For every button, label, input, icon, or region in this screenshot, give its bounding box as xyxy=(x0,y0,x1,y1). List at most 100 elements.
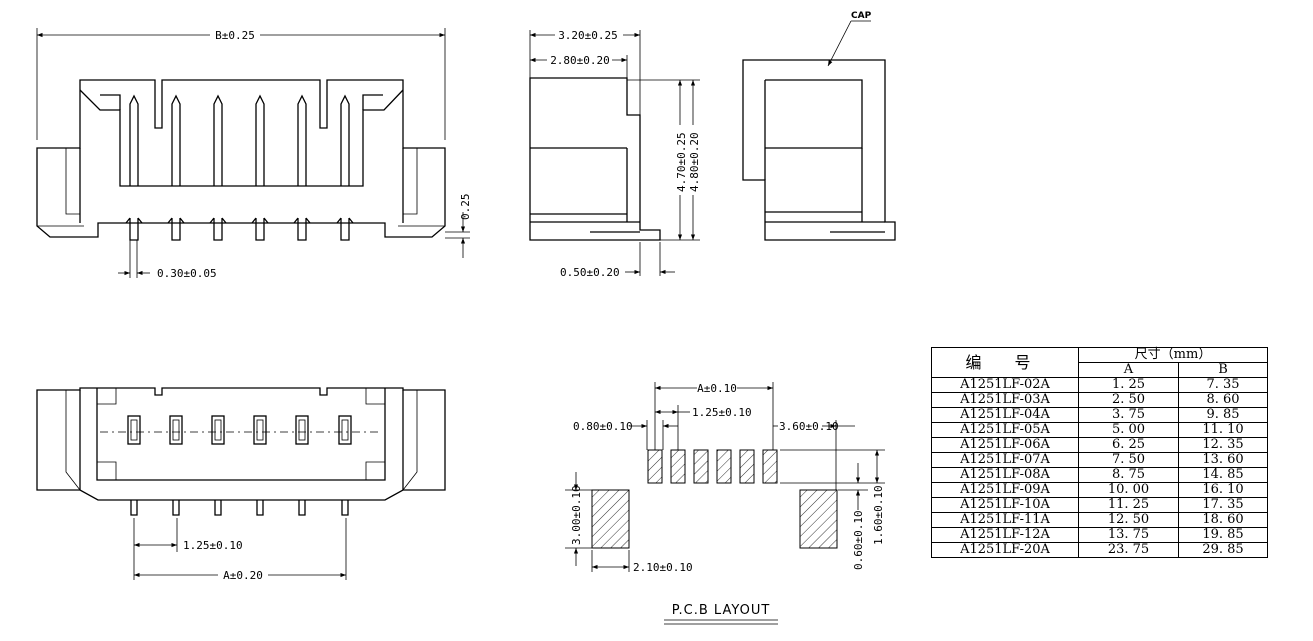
dim-pad-width-big: 2.10±0.10 xyxy=(633,561,693,574)
cell-b: 17. 35 xyxy=(1178,497,1268,513)
header-col-b: B xyxy=(1178,362,1268,378)
cell-a: 7. 50 xyxy=(1078,452,1179,468)
bottom-pin-slot xyxy=(253,415,267,445)
bottom-pin-slot xyxy=(338,415,352,445)
dim-bottom-pitch: 1.25±0.10 xyxy=(183,539,243,552)
cap-label: CAP xyxy=(851,11,872,21)
front-pin xyxy=(340,94,350,186)
bottom-pin xyxy=(341,419,349,441)
signal-pad xyxy=(762,449,778,484)
front-pin xyxy=(171,94,181,186)
cell-b: 29. 85 xyxy=(1178,542,1268,558)
cell-a: 1. 25 xyxy=(1078,377,1179,393)
cell-a: 6. 25 xyxy=(1078,437,1179,453)
cell-a: 2. 50 xyxy=(1078,392,1179,408)
bottom-pin-tail xyxy=(298,500,306,516)
dim-pad-width: 0.80±0.10 xyxy=(573,420,633,433)
cap-view: CAP xyxy=(742,11,896,241)
cell-a: 5. 00 xyxy=(1078,422,1179,438)
dim-front-width: B±0.25 xyxy=(215,29,255,42)
front-pin-tail xyxy=(251,217,269,241)
bottom-pin-slot xyxy=(211,415,225,445)
cell-part: A1251LF-06A xyxy=(931,437,1079,453)
bottom-pin xyxy=(214,419,222,441)
cell-part: A1251LF-08A xyxy=(931,467,1079,483)
bottom-pin-tail xyxy=(130,500,138,516)
bottom-pin-tail xyxy=(256,500,264,516)
mount-pad-right xyxy=(799,489,838,549)
bottom-pin-tail xyxy=(214,500,222,516)
dim-pad-gap: 0.60±0.10 xyxy=(852,510,865,570)
dim-pad-height-big: 3.00±0.10 xyxy=(570,485,583,545)
cell-part: A1251LF-20A xyxy=(931,542,1079,558)
front-view: B±0.25 0.30±0.05 0.25 xyxy=(36,28,472,280)
front-pin xyxy=(129,94,139,186)
dim-pcb-span: A±0.10 xyxy=(697,382,737,395)
cell-a: 13. 75 xyxy=(1078,527,1179,543)
signal-pad xyxy=(739,449,755,484)
cell-b: 7. 35 xyxy=(1178,377,1268,393)
cell-part: A1251LF-05A xyxy=(931,422,1079,438)
cell-a: 23. 75 xyxy=(1078,542,1179,558)
signal-pad xyxy=(693,449,709,484)
cell-a: 3. 75 xyxy=(1078,407,1179,423)
cell-b: 16. 10 xyxy=(1178,482,1268,498)
header-size: 尺寸（mm） xyxy=(1078,347,1268,363)
cell-a: 11. 25 xyxy=(1078,497,1179,513)
dim-height-2: 4.80±0.20 xyxy=(688,132,701,192)
header-col-a: A xyxy=(1078,362,1179,378)
cell-part: A1251LF-11A xyxy=(931,512,1079,528)
front-pin-tail xyxy=(336,217,354,241)
front-pin-tail xyxy=(209,217,227,241)
front-pin-tail xyxy=(167,217,185,241)
cell-part: A1251LF-07A xyxy=(931,452,1079,468)
bottom-pin xyxy=(172,419,180,441)
cell-b: 8. 60 xyxy=(1178,392,1268,408)
cell-part: A1251LF-04A xyxy=(931,407,1079,423)
cell-a: 10. 00 xyxy=(1078,482,1179,498)
bottom-pin-tail xyxy=(172,500,180,516)
bottom-view: 1.25±0.10 A±0.20 xyxy=(36,387,446,582)
dim-depth-outer: 3.20±0.25 xyxy=(558,29,618,42)
dim-height-1: 4.70±0.25 xyxy=(675,132,688,192)
bottom-pin-slot xyxy=(295,415,309,445)
dim-standoff: 0.25 xyxy=(459,194,472,221)
bottom-pin-tail xyxy=(341,500,349,516)
signal-pad xyxy=(647,449,663,484)
mount-pad-left xyxy=(591,489,630,549)
side-view: 3.20±0.25 2.80±0.20 4.70±0.25 4.80±0.20 … xyxy=(529,28,701,279)
bottom-pin xyxy=(130,419,138,441)
cell-b: 19. 85 xyxy=(1178,527,1268,543)
dim-pcb-pitch: 1.25±0.10 xyxy=(692,406,752,419)
signal-pad xyxy=(670,449,686,484)
cell-b: 14. 85 xyxy=(1178,467,1268,483)
pcb-layout-title: P.C.B LAYOUT xyxy=(672,603,771,618)
bottom-pin-slot xyxy=(169,415,183,445)
cell-part: A1251LF-12A xyxy=(931,527,1079,543)
pcb-layout: A±0.10 1.25±0.10 0.80±0.10 3.60±0.10 3.0… xyxy=(565,382,885,625)
front-pin xyxy=(255,94,265,186)
cell-part: A1251LF-02A xyxy=(931,377,1079,393)
dim-pad-offset: 3.60±0.10 xyxy=(779,420,839,433)
dim-bottom-span: A±0.20 xyxy=(223,569,263,582)
cell-a: 8. 75 xyxy=(1078,467,1179,483)
dim-pin-width: 0.30±0.05 xyxy=(157,267,217,280)
cell-part: A1251LF-09A xyxy=(931,482,1079,498)
bottom-pin xyxy=(298,419,306,441)
bottom-pin-slot xyxy=(127,415,141,445)
cell-b: 9. 85 xyxy=(1178,407,1268,423)
front-pin xyxy=(297,94,307,186)
front-pin xyxy=(213,94,223,186)
